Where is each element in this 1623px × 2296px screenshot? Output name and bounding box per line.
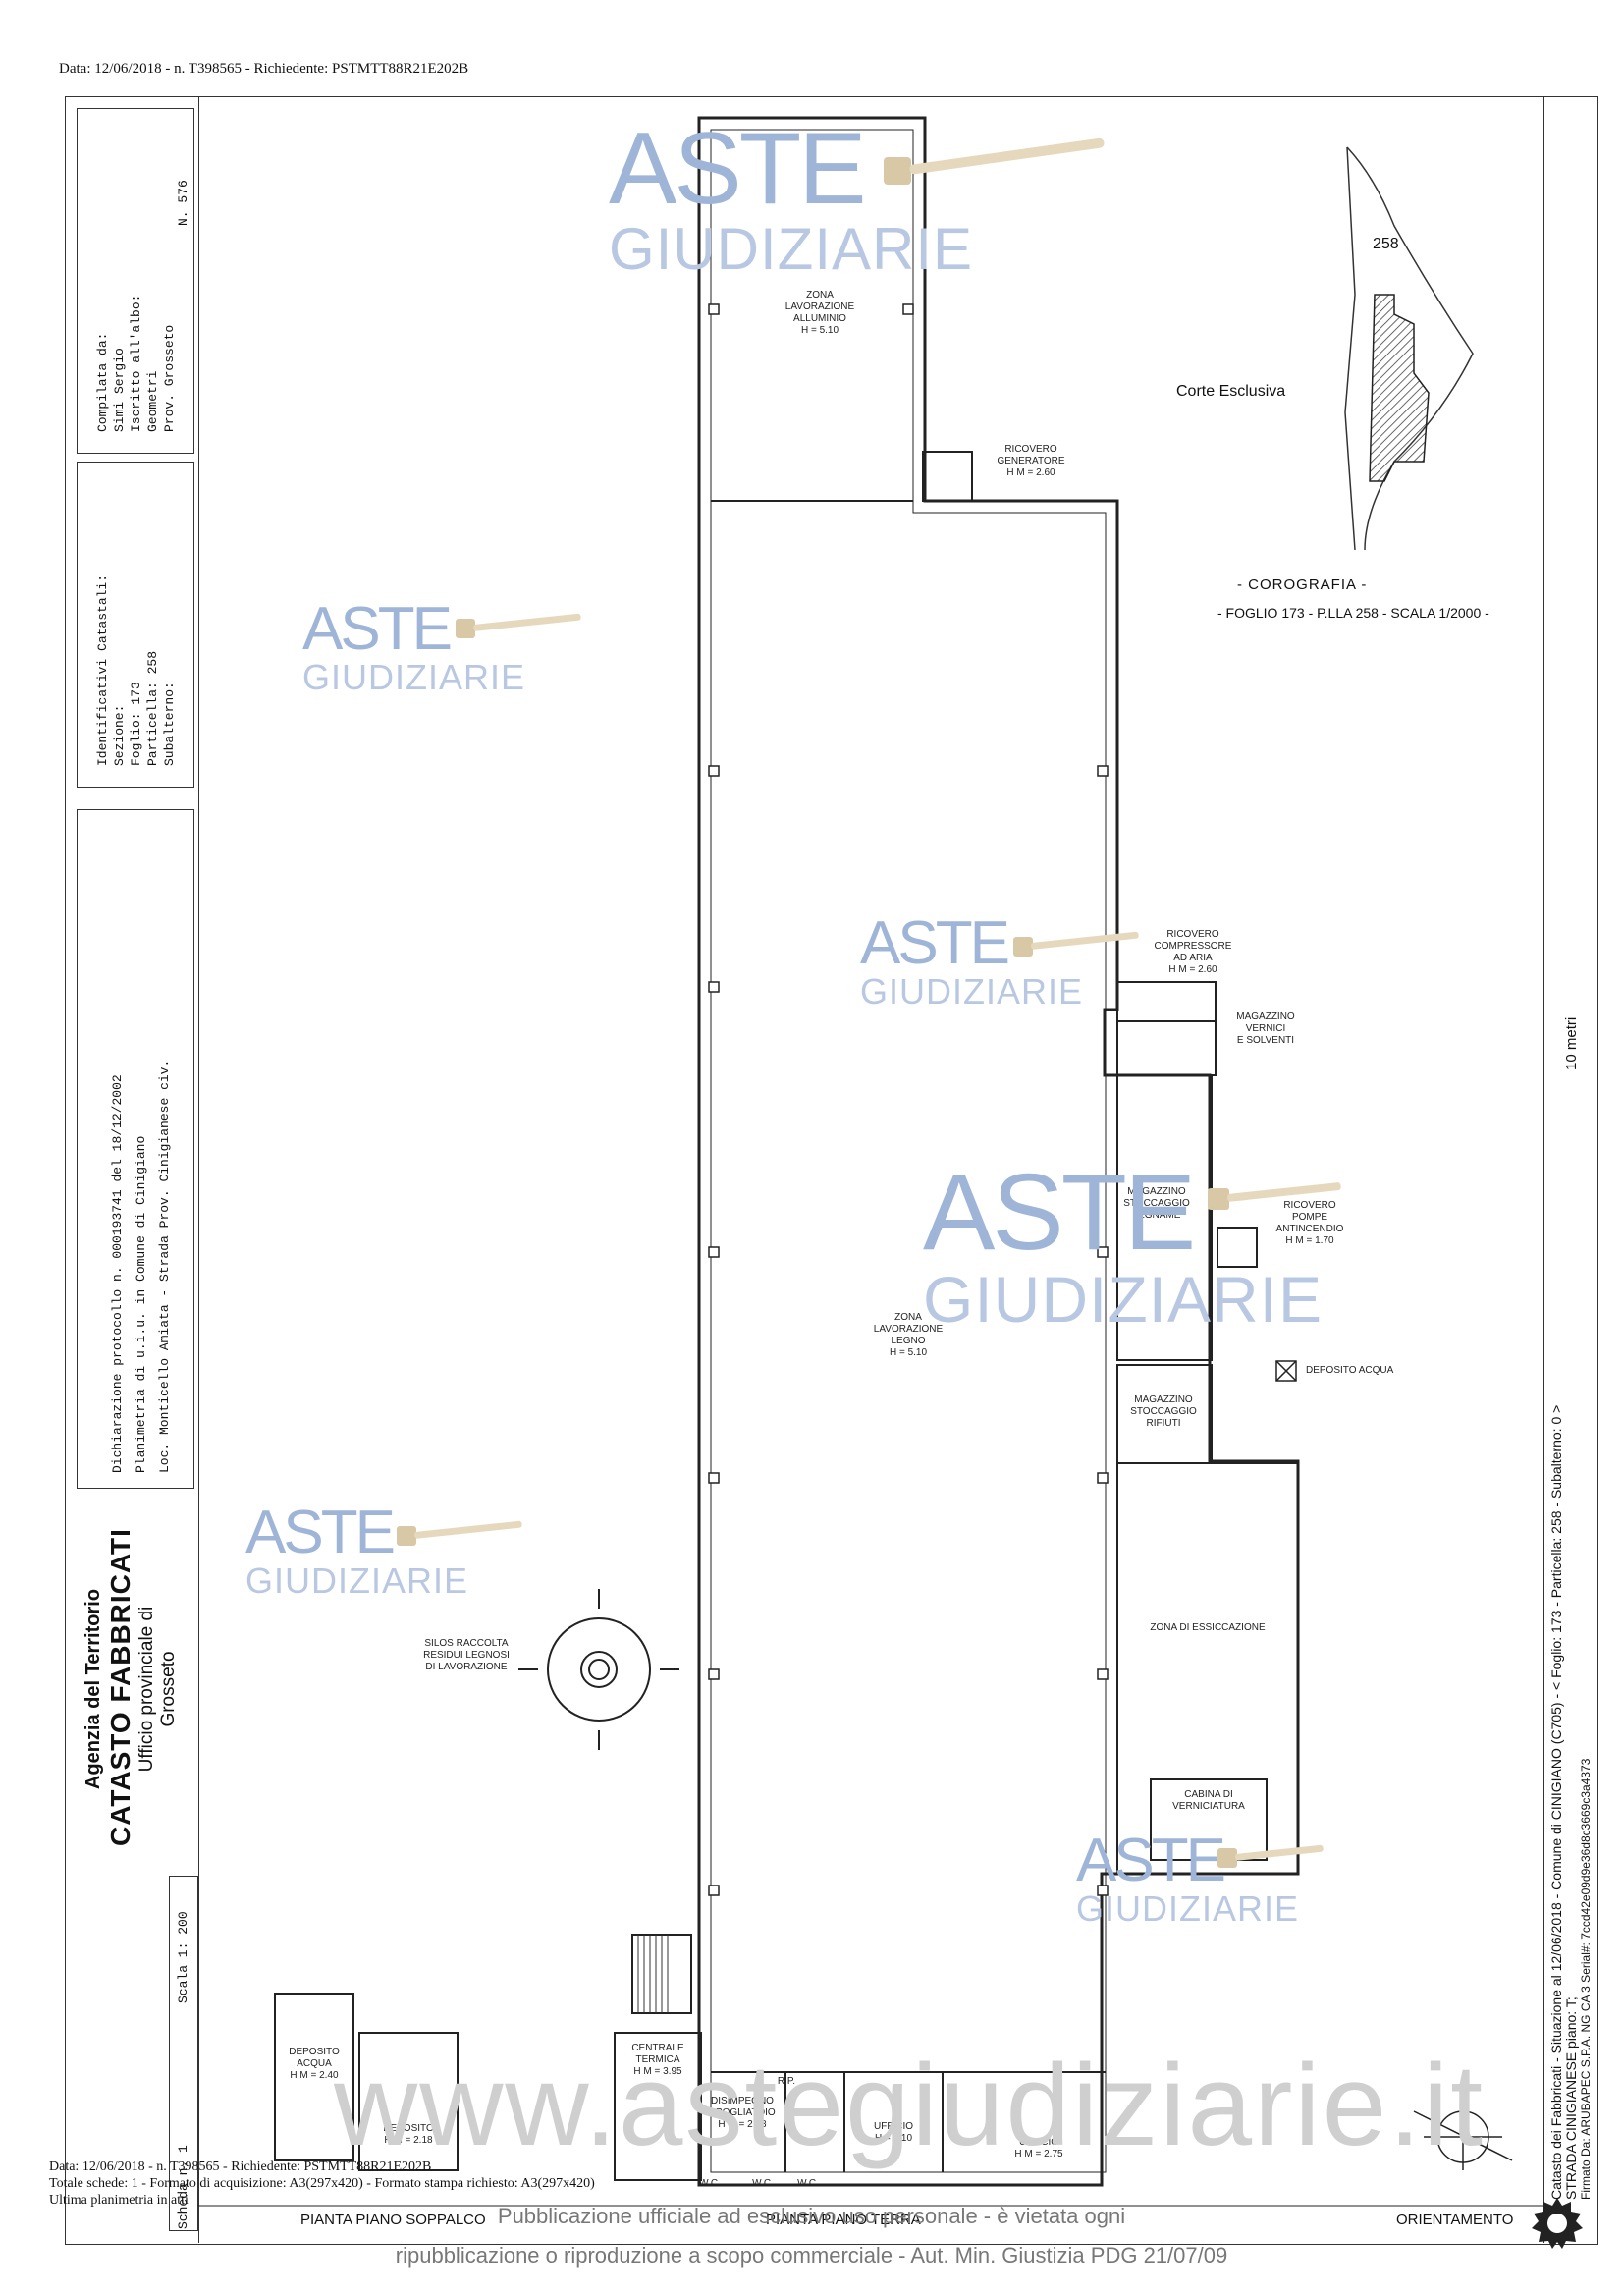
site-watermark: www.astegiudiziarie.it xyxy=(334,2041,1486,2170)
centrale-room xyxy=(614,2032,702,2181)
header-text: Data: 12/06/2018 - n. T398565 - Richiede… xyxy=(59,61,469,77)
room-centrale: CENTRALETERMICAh m = 3.95 xyxy=(631,2043,684,2077)
compilata-box xyxy=(77,108,194,454)
gavel-icon xyxy=(1013,931,1139,957)
watermark-2: ASTE GIUDIZIARIE xyxy=(302,595,526,697)
cabina-room xyxy=(1150,1778,1268,1861)
pompe-room xyxy=(1217,1227,1258,1268)
pianta-terra-label: PIANTA PIANO TERRA xyxy=(766,2212,921,2228)
pianta-soppalco-label: PIANTA PIANO SOPPALCO xyxy=(300,2212,486,2228)
room-essiccazione: ZONA DI ESSICCAZIONE xyxy=(1150,1622,1266,1633)
dichiarazione-box xyxy=(77,809,194,1489)
room-wc-1: W.C. xyxy=(699,2178,721,2189)
vernici-room xyxy=(1116,1020,1217,1076)
room-deposito: DEPOSITOh m = 2.18 xyxy=(383,2123,434,2146)
room-disimpegno: DISIMPEGNOSPOGLIATOIOh m = 2.78 xyxy=(709,2096,776,2130)
gavel-icon xyxy=(1208,1182,1341,1210)
compressore-room xyxy=(1116,981,1217,1022)
footer-meta-line2: Totale schede: 1 - Formato di acquisizio… xyxy=(49,2176,595,2191)
corografia-map xyxy=(1344,146,1474,551)
room-ufficio2: UFFICIOh m = 2.75 xyxy=(1014,2137,1063,2159)
footer-meta: Data: 12/06/2018 - n. T398565 - Richiede… xyxy=(49,2159,595,2209)
left-panel xyxy=(65,96,199,2243)
room-legno: ZONALAVORAZIONELEGNOh = 5.10 xyxy=(873,1312,944,1358)
gavel-icon xyxy=(397,1520,522,1546)
corografia-title: - COROGRAFIA - xyxy=(1237,576,1368,593)
deposito-room xyxy=(358,2032,459,2171)
legname-room xyxy=(1116,1074,1213,1361)
corte-label: Corte Esclusiva xyxy=(1176,383,1286,400)
right-vertical-line3: Firmato Da: ARUBAPEC S.P.A. NG CA 3 Seri… xyxy=(1579,1758,1593,2200)
gavel-icon xyxy=(456,613,581,638)
scala-box xyxy=(169,1876,198,2231)
right-vertical-line1: Catasto dei Fabbricati - Situazione al 1… xyxy=(1548,1404,1564,2200)
footer-line2: ripubblicazione o riproduzione a scopo c… xyxy=(395,2243,1228,2268)
parcel-number: 258 xyxy=(1373,236,1399,252)
gavel-icon xyxy=(884,137,1105,185)
room-rip: RIP. xyxy=(777,2076,796,2087)
generatore-room xyxy=(922,451,973,502)
deposito-acqua-marker xyxy=(1275,1360,1297,1382)
essiccazione-zone xyxy=(1116,1462,1299,1875)
watermark-4: ASTE GIUDIZIARIE xyxy=(923,1152,1324,1336)
right-vertical-block: Catasto dei Fabbricati - Situazione al 1… xyxy=(1548,1404,1594,2200)
corografia-subtitle: - FOGLIO 173 - P.LLA 258 - SCALA 1/2000 … xyxy=(1217,605,1489,621)
room-wc-2: W.C. xyxy=(752,2178,774,2189)
seal-icon xyxy=(1532,2198,1583,2249)
sheet-frame xyxy=(65,96,1598,2245)
room-deposito-acqua-right: DEPOSITO ACQUA xyxy=(1306,1365,1394,1376)
building-inner xyxy=(710,129,1107,2173)
right-band-divider xyxy=(1543,96,1544,2243)
room-generatore: RICOVEROGENERATOREh m = 2.60 xyxy=(997,444,1065,478)
identificativi-box xyxy=(77,462,194,788)
watermark-5: ASTE GIUDIZIARIE xyxy=(245,1499,469,1601)
right-vertical-page: 10 metri xyxy=(1563,1016,1580,1070)
orientamento-label: ORIENTAMENTO xyxy=(1396,2212,1514,2228)
right-vertical-line2: STRADA CINIGIANESE piano: T; xyxy=(1563,1996,1579,2200)
deposito-acqua-left-room xyxy=(274,1993,354,2161)
footer-meta-line1: Data: 12/06/2018 - n. T398565 - Richiede… xyxy=(49,2159,432,2174)
watermark-1: ASTE GIUDIZIARIE xyxy=(609,112,974,282)
room-ufficio1: UFFICIOh = 5.10 xyxy=(874,2121,913,2144)
footer-meta-line3: Ultima planimetria in atti xyxy=(49,2193,189,2208)
watermark-3: ASTE GIUDIZIARIE xyxy=(860,909,1084,1011)
gavel-icon xyxy=(1217,1844,1324,1868)
silos xyxy=(518,1589,679,1750)
room-wc-3: W.C. xyxy=(797,2178,819,2189)
room-pompe: RICOVEROPOMPEANTINCENDIOh m = 1.70 xyxy=(1275,1200,1344,1246)
room-alluminio: ZONALAVORAZIONEALLUMINIOh = 5.10 xyxy=(784,290,855,336)
room-deposito-acqua-left: DEPOSITOACQUAh m = 2.40 xyxy=(289,2047,340,2081)
north-arrow xyxy=(1413,2102,1513,2170)
footer-line1: Pubblicazione ufficiale ad esclusivo uso… xyxy=(497,2204,1126,2228)
watermark-6: ASTE GIUDIZIARIE xyxy=(1076,1827,1300,1929)
